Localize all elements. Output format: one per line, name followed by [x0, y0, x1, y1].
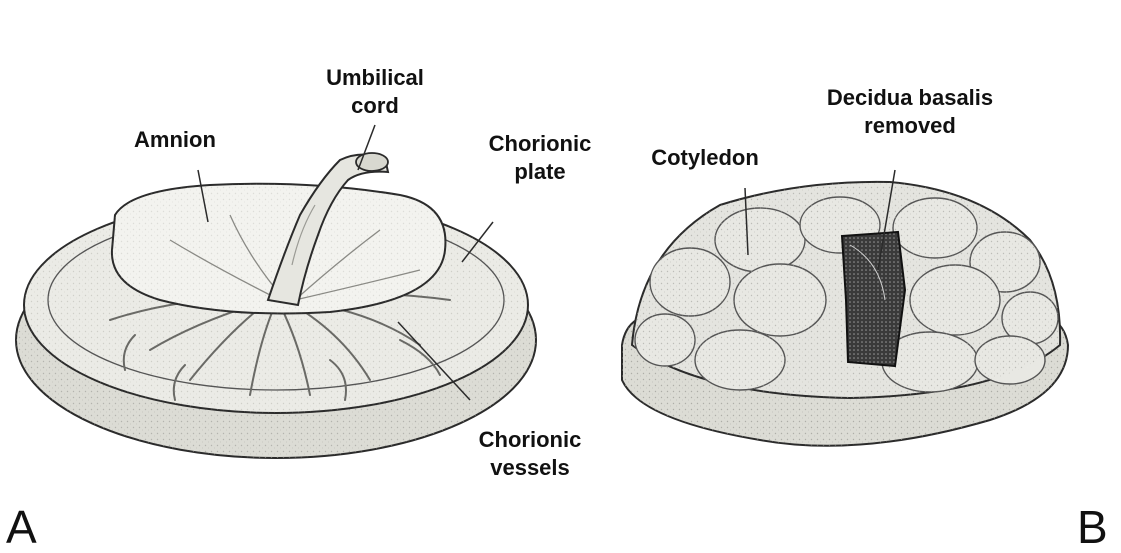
- amnion-label-text: Amnion: [134, 127, 216, 152]
- fetal-surface-drawing: [16, 125, 536, 458]
- chorionic-plate-label-line1: Chorionic: [470, 130, 610, 158]
- cotyledon-label: Cotyledon: [630, 144, 780, 172]
- panel-letter-b: B: [1077, 502, 1108, 552]
- decidua-basalis-label-line1: Decidua basalis: [810, 84, 1010, 112]
- panel-letter-a: A: [6, 502, 37, 552]
- decidua-basalis-label-line2: removed: [810, 112, 1010, 140]
- chorionic-vessels-label-line1: Chorionic: [460, 426, 600, 454]
- chorionic-plate-label: Chorionic plate: [470, 130, 610, 186]
- chorionic-vessels-label: Chorionic vessels: [460, 426, 600, 482]
- chorionic-vessels-label-line2: vessels: [460, 454, 600, 482]
- maternal-surface-drawing: [622, 170, 1068, 446]
- decidua-basalis-label: Decidua basalis removed: [810, 84, 1010, 140]
- umbilical-cord-label-line2: cord: [310, 92, 440, 120]
- umbilical-cord-label: Umbilical cord: [310, 64, 440, 120]
- decidua-basalis-removed-patch: [842, 232, 905, 366]
- cotyledon-label-text: Cotyledon: [651, 145, 759, 170]
- chorionic-plate-label-line2: plate: [470, 158, 610, 186]
- umbilical-cord-label-line1: Umbilical: [310, 64, 440, 92]
- amnion-label: Amnion: [115, 126, 235, 154]
